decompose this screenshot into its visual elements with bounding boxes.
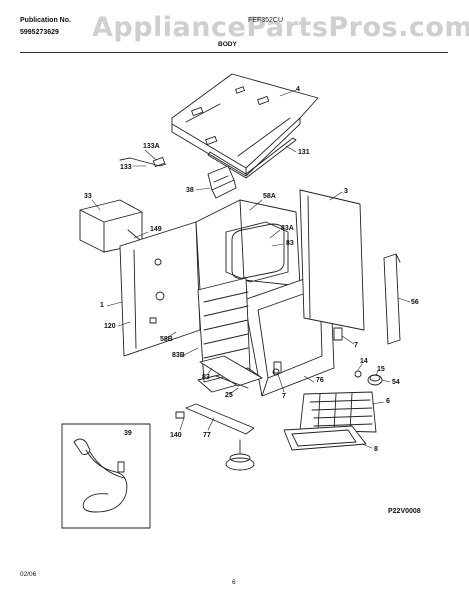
publication-label: Publication No.: [20, 17, 71, 24]
bottom-tray: [199, 355, 263, 389]
callout-56: 56: [411, 299, 419, 306]
callout-38: 38: [186, 187, 194, 194]
footer-page-number: 6: [232, 579, 236, 586]
callout-54: 54: [392, 379, 400, 386]
section-title: BODY: [218, 41, 237, 48]
callout-39: 39: [124, 430, 132, 437]
vent-duct: [207, 165, 237, 199]
callout-83-bottom: 83: [202, 374, 210, 381]
callout-7-lower: 7: [282, 393, 286, 400]
callout-83-top: 83: [286, 240, 294, 247]
callout-120: 120: [104, 323, 116, 330]
callout-83A: 83A: [281, 225, 294, 232]
callout-149: 149: [150, 226, 162, 233]
model-number: FEF352CU: [248, 17, 284, 24]
callout-76: 76: [316, 377, 324, 384]
broiler-pan: [283, 425, 367, 451]
callout-3: 3: [344, 188, 348, 195]
publication-number: 5995273629: [20, 29, 59, 36]
callout-131: 131: [298, 149, 310, 156]
callout-14: 14: [360, 358, 368, 365]
callout-33: 33: [84, 193, 92, 200]
oven-rack: [299, 391, 377, 433]
callout-83B: 83B: [172, 352, 185, 359]
bracket: [119, 157, 167, 167]
callout-7-upper: 7: [354, 342, 358, 349]
element-bracket: [175, 403, 255, 435]
right-side-panel: [299, 189, 365, 331]
callout-25: 25: [225, 392, 233, 399]
callout-6: 6: [386, 398, 390, 405]
trim-strip: [207, 137, 297, 179]
terminal-block: [225, 439, 255, 471]
door-hinges: [273, 327, 343, 374]
callout-140: 140: [170, 432, 182, 439]
callout-133: 133: [120, 164, 132, 171]
footer-date: 02/06: [20, 571, 37, 578]
side-trim: [383, 253, 401, 345]
callout-77: 77: [203, 432, 211, 439]
callout-133A: 133A: [143, 143, 160, 150]
callout-58B: 58B: [160, 336, 173, 343]
callout-1: 1: [100, 302, 104, 309]
header-rule: [20, 52, 448, 53]
callout-58A: 58A: [263, 193, 276, 200]
top-panel: [171, 73, 319, 177]
power-cord-inset: [61, 423, 151, 529]
callout-15: 15: [377, 366, 385, 373]
leader-lines: [91, 89, 411, 449]
callout-8: 8: [374, 446, 378, 453]
left-side-panel: [119, 221, 201, 357]
figure-code: P22V0008: [388, 508, 421, 515]
leveling-leg: [354, 370, 383, 386]
watermark: AppliancePartsPros.com: [92, 12, 469, 43]
callout-4: 4: [296, 86, 300, 93]
